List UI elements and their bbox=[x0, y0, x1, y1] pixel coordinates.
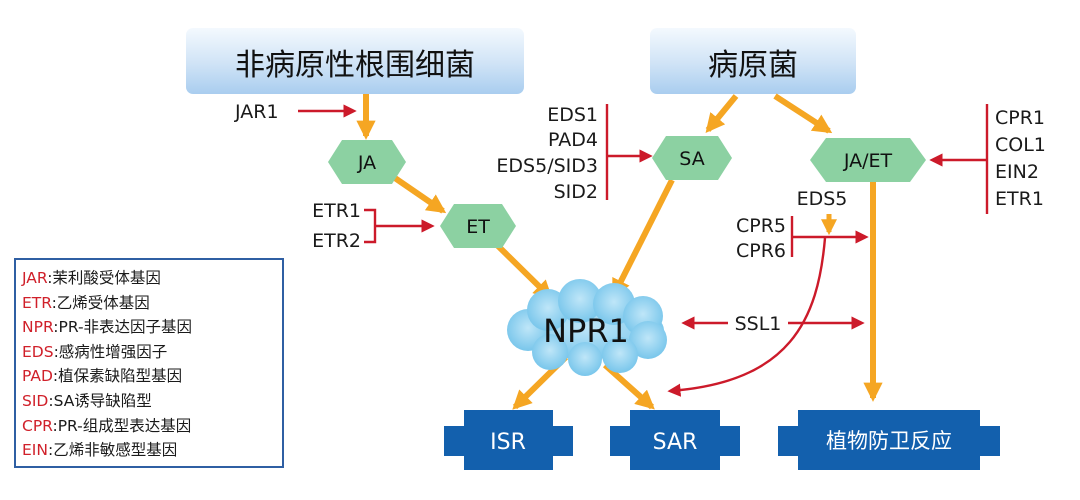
defense-label: 植物防卫反应 bbox=[826, 429, 952, 453]
ssl1-label: SSL1 bbox=[735, 313, 782, 335]
ein2-label: EIN2 bbox=[995, 161, 1039, 183]
legend-row: EDS:感病性增强因子 bbox=[22, 340, 282, 365]
legend-abbr: EIN bbox=[22, 441, 48, 460]
cpr5-label: CPR5 bbox=[736, 215, 786, 237]
legend-desc: :乙烯受体基因 bbox=[51, 293, 150, 312]
legend-abbr: ETR bbox=[22, 293, 52, 312]
bracket-etr-et bbox=[364, 208, 432, 244]
legend-abbr: SID bbox=[22, 391, 49, 410]
etr2-label: ETR2 bbox=[312, 230, 361, 252]
legend-desc: :PR-组成型表达基因 bbox=[52, 416, 192, 435]
legend-desc: :茉利酸受体基因 bbox=[47, 269, 161, 287]
sid2-label: SID2 bbox=[554, 181, 598, 203]
arrow-et-npr1 bbox=[493, 241, 553, 300]
legend-abbr: NPR bbox=[22, 318, 54, 337]
legend-row: ETR:乙烯受体基因 bbox=[22, 291, 282, 316]
jaet-label: JA/ET bbox=[843, 150, 893, 172]
legend-abbr: EDS bbox=[22, 342, 54, 361]
etr1-right-label: ETR1 bbox=[995, 188, 1044, 210]
pathogen-label: 病原菌 bbox=[708, 48, 798, 83]
nonpathogen-label: 非病原性根围细菌 bbox=[235, 48, 475, 83]
eds5-label: EDS5 bbox=[797, 188, 848, 210]
legend-row: JAR:茉利酸受体基因 bbox=[22, 266, 282, 291]
eds5-sid3-label: EDS5/SID3 bbox=[496, 155, 598, 177]
legend-abbr: CPR bbox=[22, 416, 53, 435]
npr1-cloud: NPR1 bbox=[507, 279, 667, 376]
pathogen-box: 病原菌 bbox=[650, 28, 856, 94]
legend-row: NPR:PR-非表达因子基因 bbox=[22, 315, 282, 340]
arrow-ja-et bbox=[390, 173, 447, 214]
etr1-left-label: ETR1 bbox=[312, 200, 361, 222]
ja-node: JA bbox=[328, 140, 406, 184]
legend-row: SID:SA诱导缺陷型 bbox=[22, 389, 282, 414]
legend-desc: :乙烯非敏感型基因 bbox=[47, 441, 178, 460]
arrow-pathogen-jaet bbox=[773, 93, 833, 134]
legend-row: PAD:植保素缺陷型基因 bbox=[22, 364, 282, 389]
arrow-pathogen-sa bbox=[705, 94, 739, 133]
legend-row: EIN:乙烯非敏感型基因 bbox=[22, 438, 282, 463]
legend-desc: :植保素缺陷型基因 bbox=[52, 367, 183, 386]
arrow-npr1-sar bbox=[603, 362, 655, 410]
arrow-cpr-sar bbox=[667, 237, 827, 397]
ja-label: JA bbox=[357, 152, 376, 174]
legend-abbr: PAD bbox=[22, 367, 53, 386]
et-label: ET bbox=[466, 216, 490, 238]
legend-abbr: JAR bbox=[22, 269, 48, 287]
npr1-label: NPR1 bbox=[543, 312, 629, 350]
nonpathogen-box: 非病原性根围细菌 bbox=[186, 28, 524, 94]
arrow-sa-npr1 bbox=[611, 178, 675, 299]
defense-banner: 植物防卫反应 bbox=[778, 410, 1000, 470]
isr-label: ISR bbox=[490, 430, 526, 455]
sa-node: SA bbox=[652, 136, 732, 180]
legend-desc: :SA诱导缺陷型 bbox=[48, 391, 152, 410]
eds1-label: EDS1 bbox=[547, 104, 598, 126]
cpr1-label: CPR1 bbox=[995, 107, 1045, 129]
legend-desc: :感病性增强因子 bbox=[53, 342, 168, 361]
et-node: ET bbox=[440, 204, 516, 248]
jaet-node: JA/ET bbox=[810, 138, 926, 182]
jar1-label: JAR1 bbox=[234, 101, 279, 123]
cpr6-label: CPR6 bbox=[736, 240, 786, 262]
legend-desc: :PR-非表达因子基因 bbox=[53, 318, 193, 337]
sar-label: SAR bbox=[653, 430, 698, 455]
sar-banner: SAR bbox=[610, 410, 740, 470]
isr-banner: ISR bbox=[444, 410, 573, 470]
legend-row: CPR:PR-组成型表达基因 bbox=[22, 414, 282, 439]
sa-label: SA bbox=[679, 148, 704, 170]
legend-box: JAR:茉利酸受体基因 ETR:乙烯受体基因 NPR:PR-非表达因子基因 ED… bbox=[14, 258, 284, 468]
pad4-label: PAD4 bbox=[548, 129, 598, 151]
col1-label: COL1 bbox=[995, 134, 1046, 156]
